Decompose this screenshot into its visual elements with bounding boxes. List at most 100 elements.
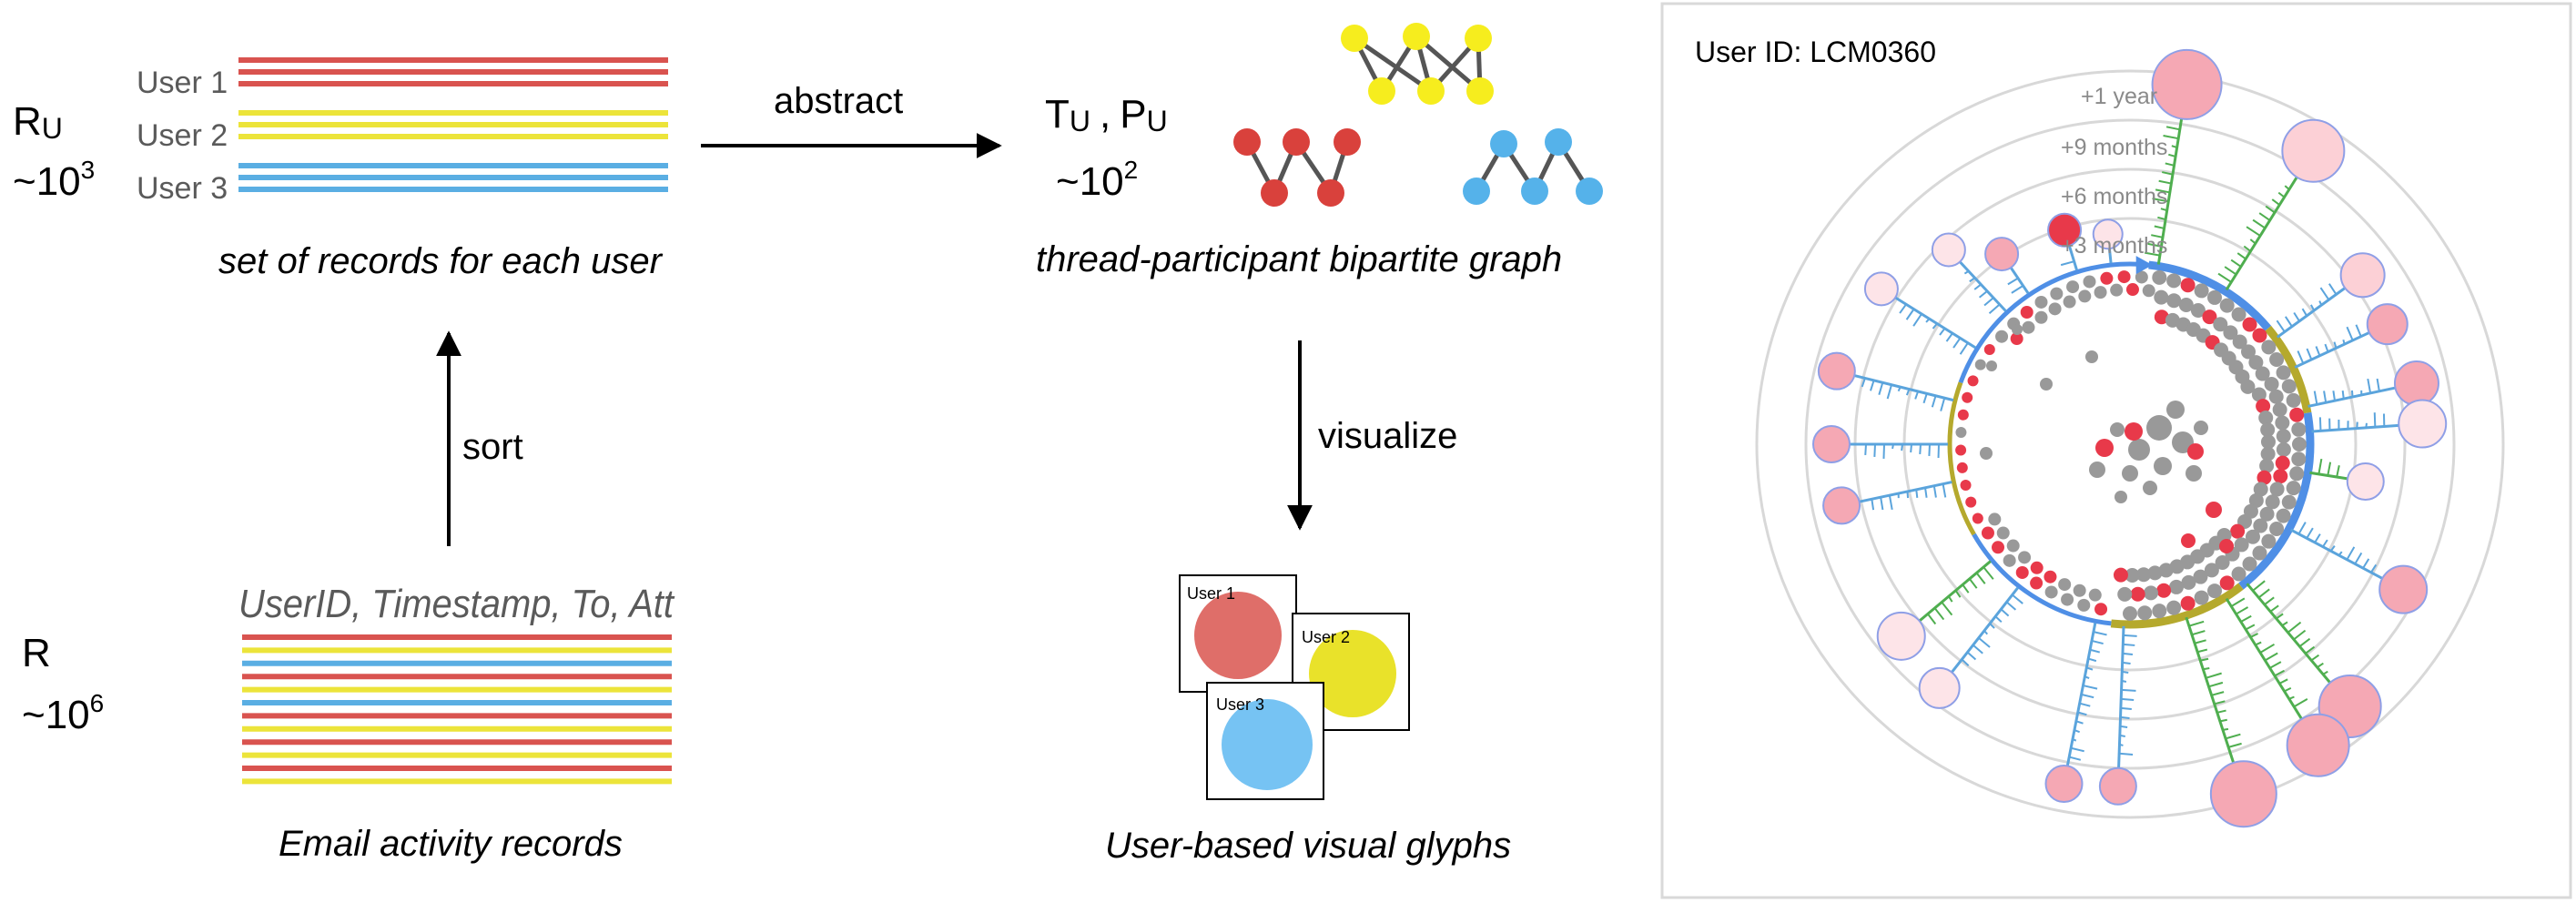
email-dot [1955,427,1967,439]
email-dot [1996,526,2010,540]
glyph-user-2-label: User 2 [1302,628,1350,646]
email-dot [1967,375,1979,387]
spike-tick [2341,391,2345,400]
user-1-label: User 1 [137,66,228,100]
email-dot [2125,567,2140,583]
email-dot [2066,280,2080,294]
spike-tick [2324,343,2329,352]
email-dot [2022,320,2035,334]
graph-node [1403,23,1430,50]
spike-tick [1954,590,1962,598]
spike-tick [2012,594,2023,604]
email-dot [2123,606,2137,621]
thread-glyph [2286,713,2350,777]
spike-tick [1959,342,1969,355]
email-dot [2213,317,2228,332]
spike-tick [2317,458,2323,475]
spike-tick [2322,539,2328,548]
email-dot [2048,302,2062,316]
spike-tick [2236,606,2249,615]
email-dot [2281,379,2297,394]
ring-label-6-months: +6 months [2061,184,2167,209]
spike-tick [2309,304,2316,311]
spike-tick [2305,645,2316,654]
email-dot [1980,447,1993,460]
email-dot [2219,298,2235,313]
spike-tick [1888,494,1893,511]
spike-tick [2306,348,2313,360]
graph-node [1466,77,1494,105]
email-dot [2241,344,2257,360]
timeline-spike [1959,260,2007,312]
email-dot [2219,575,2235,591]
spike-tick [2269,661,2282,669]
spike-tick [2269,604,2279,613]
spike-tick [1989,623,1995,629]
spike-tick [2162,171,2174,176]
spike-tick [2287,621,2302,634]
email-dot [2248,355,2264,370]
spike-tick [1927,613,1937,625]
email-dot [2166,293,2182,309]
spike-tick [2355,324,2362,338]
bipartite-graphs [1233,23,1603,207]
spike-tick [2093,631,2107,636]
email-dot [2122,465,2138,482]
graph-node [1261,179,1288,207]
spike-tick [2318,300,2323,306]
email-dot [2034,295,2048,309]
thread-glyph [1931,232,1966,268]
spike-tick [2350,390,2354,398]
spike-tick [2091,639,2104,645]
graph-blue [1463,128,1603,205]
thread-glyph [2098,766,2137,806]
spike-tick [2087,657,2097,663]
graph-node [1545,128,1572,156]
spike-tick [2297,522,2307,535]
spike-tick [1861,378,1866,388]
glyph-card-user-1: User 1 [1179,574,1297,693]
email-dot [2252,328,2267,343]
spike-tick [2216,709,2226,714]
spike-tick [2072,738,2077,742]
email-dot [1995,330,2009,343]
email-dot [2231,566,2246,582]
sort-label: sort [462,427,523,467]
spike-tick [2319,287,2330,300]
spike-tick [2317,662,2324,668]
email-dot [2180,595,2196,611]
email-dot [2100,271,2114,285]
spike-tick [2250,633,2258,638]
email-dot [2204,563,2219,578]
email-dot [2143,585,2158,601]
spike-tick [1897,386,1902,392]
email-dot [2125,283,2139,297]
spike-tick [2196,648,2208,654]
email-dot [1992,541,2005,554]
email-dot [2275,455,2290,471]
spike-tick [2249,238,2257,245]
spike-tick [2121,688,2136,692]
graph-node [1334,128,1361,156]
spike-tick [1905,389,1911,396]
timeline-spike [2294,331,2370,369]
email-dot [2158,563,2174,578]
email-dot [2089,462,2105,478]
spike-tick [2245,624,2256,631]
tp-count: ~102 [1056,156,1138,204]
thread-glyph [1984,237,2020,272]
email-dot [2252,545,2267,561]
timeline-spike [2276,287,2347,339]
email-dot [2152,604,2167,619]
timeline-spike [1894,296,1977,350]
spike-tick [2293,629,2307,641]
thread-glyph [2339,252,2386,299]
email-dot [2248,492,2264,508]
glyph-circle-user-2 [1309,630,1396,717]
glyph-circle-user-1 [1194,592,1282,679]
spike-tick [2225,733,2241,740]
spike-tick [2119,752,2134,756]
spike-tick [2120,725,2128,728]
email-dot [2135,270,2148,284]
